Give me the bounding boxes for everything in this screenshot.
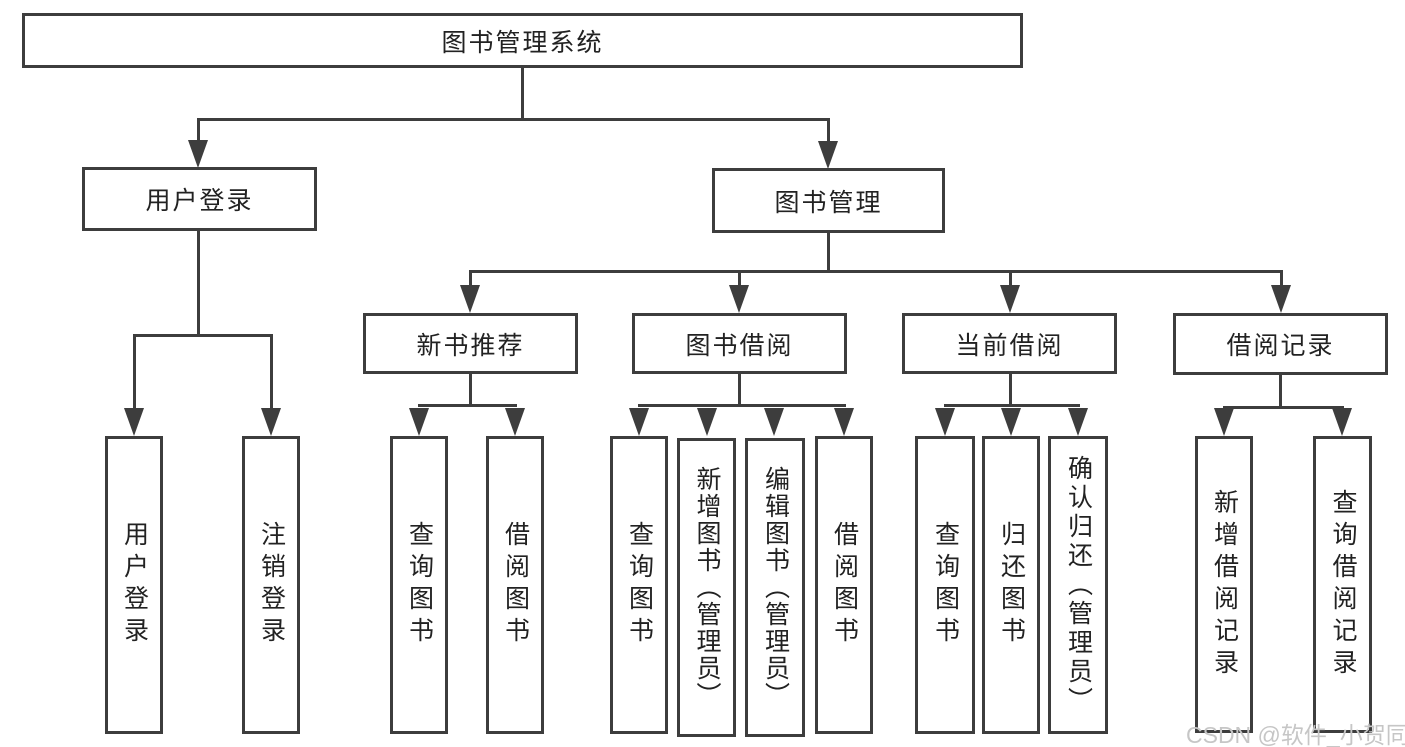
node-label: 新书推荐: [416, 331, 525, 360]
node-library-management-system: 图书管理系统: [22, 13, 1023, 68]
leaf-edit-books-admin: 编辑图书（管理员）: [745, 438, 805, 737]
connector-line: [521, 68, 524, 118]
leaf-query-books-borrowing: 查询图书: [610, 436, 668, 734]
leaf-add-borrow-record: 新增借阅记录: [1195, 436, 1253, 733]
connector-arrowhead: [818, 141, 838, 169]
node-book-borrowing: 图书借阅: [632, 313, 847, 374]
connector-arrowhead: [1332, 408, 1352, 436]
connector-line: [418, 404, 517, 407]
connector-line: [1223, 406, 1344, 409]
connector-arrowhead: [697, 408, 717, 436]
connector-line: [133, 334, 273, 337]
connector-arrowhead: [1001, 408, 1021, 436]
connector-arrowhead: [1000, 285, 1020, 313]
connector-line: [133, 334, 136, 410]
node-book-management: 图书管理: [712, 168, 945, 233]
node-label: 新增借阅记录: [1210, 488, 1239, 681]
node-label: 编辑图书（管理员）: [761, 466, 790, 709]
connector-arrowhead: [505, 408, 525, 436]
connector-line: [197, 231, 200, 334]
connector-line: [197, 118, 830, 121]
node-label: 借阅图书: [830, 521, 859, 649]
node-label: 注销登录: [257, 521, 286, 649]
connector-line: [270, 334, 273, 410]
leaf-borrow-books-recommend: 借阅图书: [486, 436, 544, 734]
node-label: 查询借阅记录: [1329, 488, 1357, 681]
connector-line: [827, 118, 830, 144]
node-label: 查询图书: [625, 521, 654, 649]
node-current-borrowing: 当前借阅: [902, 313, 1117, 374]
connector-arrowhead: [124, 408, 144, 436]
csdn-watermark: CSDN @软件_小贺同学: [1186, 722, 1405, 747]
node-label: 查询图书: [931, 521, 960, 649]
connector-arrowhead: [261, 408, 281, 436]
connector-arrowhead: [935, 408, 955, 436]
connector-arrowhead: [1214, 408, 1234, 436]
connector-arrowhead: [729, 285, 749, 313]
node-label: 借阅图书: [501, 521, 530, 649]
leaf-user-login: 用户登录: [105, 436, 163, 734]
leaf-query-borrow-record: 查询借阅记录: [1313, 436, 1372, 733]
connector-line: [738, 270, 741, 286]
node-label: 图书管理: [774, 188, 883, 217]
node-borrowing-records: 借阅记录: [1173, 313, 1388, 375]
node-new-book-recommend: 新书推荐: [363, 313, 578, 374]
connector-line: [738, 374, 741, 404]
leaf-logout: 注销登录: [242, 436, 300, 734]
node-label: 确认归还（管理员）: [1064, 454, 1093, 716]
connector-line: [944, 404, 1080, 407]
connector-line: [1009, 374, 1012, 404]
node-label: 图书管理系统: [441, 28, 604, 57]
connector-line: [469, 374, 472, 404]
node-label: 借阅记录: [1226, 332, 1335, 360]
node-label: 新增图书（管理员）: [693, 466, 721, 709]
node-label: 图书借阅: [685, 331, 794, 360]
connector-line: [469, 270, 472, 286]
connector-line: [1009, 270, 1012, 286]
connector-line: [197, 118, 200, 144]
leaf-confirm-return-admin: 确认归还（管理员）: [1048, 436, 1108, 734]
connector-line: [469, 270, 1283, 273]
connector-arrowhead: [1068, 408, 1088, 436]
node-label: 查询图书: [405, 521, 434, 649]
connector-line: [827, 233, 830, 270]
node-user-login: 用户登录: [82, 167, 317, 231]
leaf-query-books-recommend: 查询图书: [390, 436, 448, 734]
connector-arrowhead: [629, 408, 649, 436]
node-label: 当前借阅: [955, 331, 1064, 360]
node-label: 归还图书: [997, 521, 1026, 649]
connector-line: [1280, 270, 1283, 286]
node-label: 用户登录: [120, 521, 149, 649]
connector-line: [638, 404, 846, 407]
connector-line: [1279, 375, 1282, 406]
connector-arrowhead: [834, 408, 854, 436]
node-label: 用户登录: [145, 187, 254, 215]
leaf-borrow-books: 借阅图书: [815, 436, 873, 734]
connector-arrowhead: [409, 408, 429, 436]
leaf-query-books-current: 查询图书: [915, 436, 975, 734]
connector-arrowhead: [460, 285, 480, 313]
leaf-return-books: 归还图书: [982, 436, 1040, 734]
leaf-add-books-admin: 新增图书（管理员）: [677, 438, 736, 737]
connector-arrowhead: [1271, 285, 1291, 313]
connector-arrowhead: [188, 140, 208, 168]
connector-arrowhead: [764, 408, 784, 436]
